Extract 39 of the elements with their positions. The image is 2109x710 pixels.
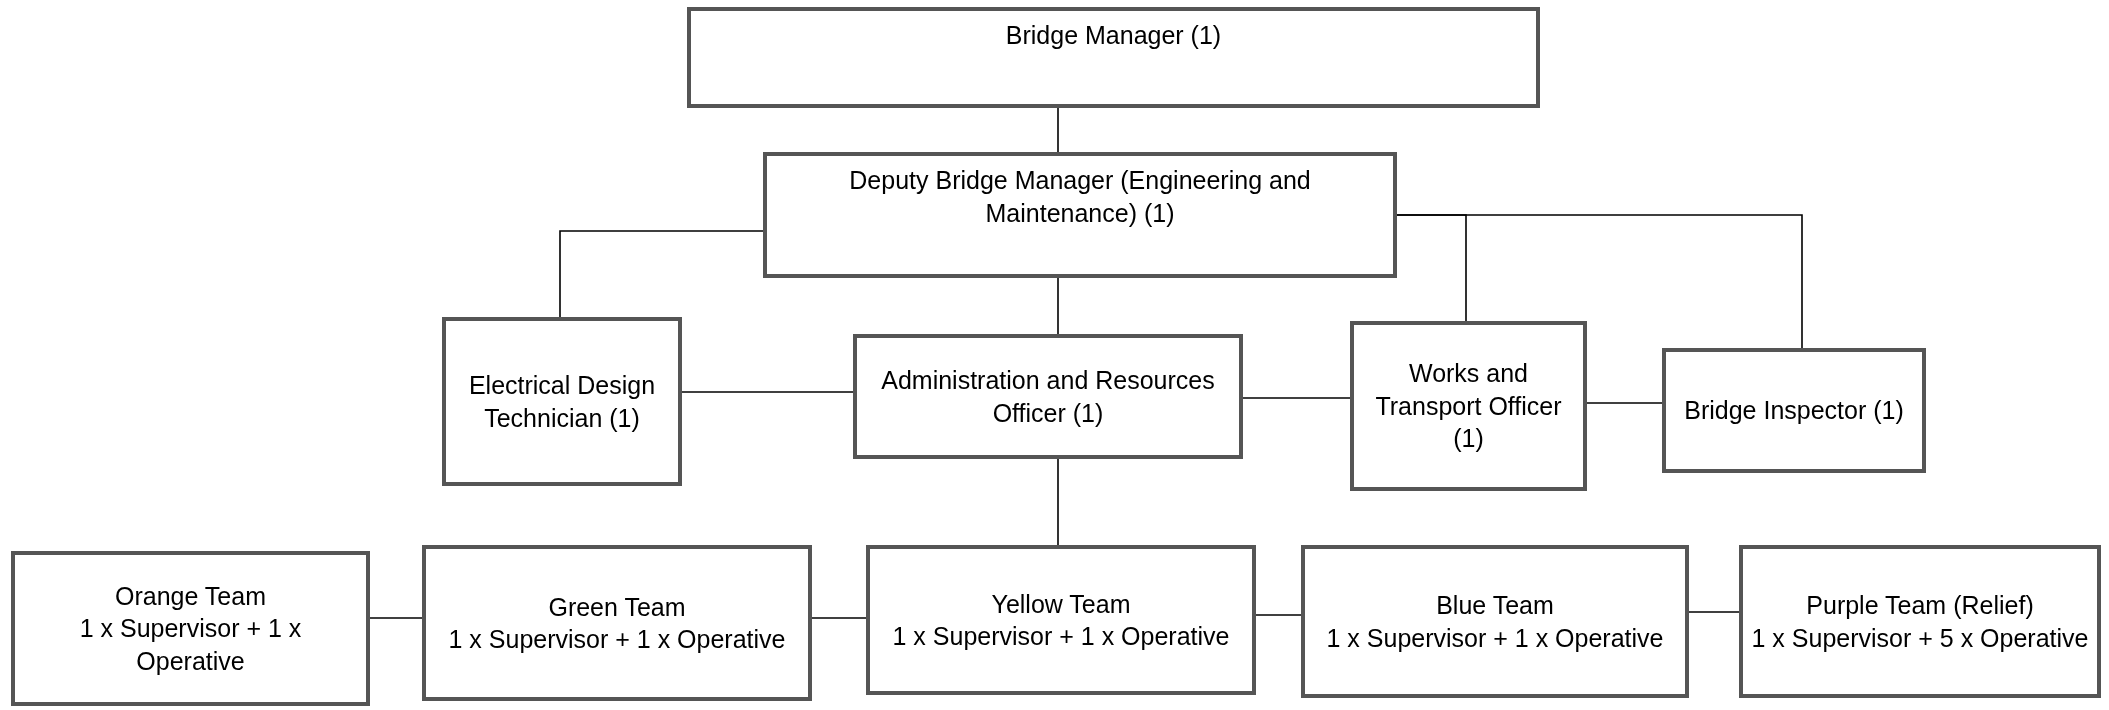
- role-box: [866, 545, 1256, 695]
- role-title: Administration and Resources Officer (1): [880, 365, 1216, 429]
- role-box: [853, 334, 1243, 459]
- role-box: [1301, 545, 1689, 698]
- connector-line: [811, 617, 867, 619]
- role-title: Bridge Manager (1): [1005, 20, 1222, 51]
- role-detail: 1 x Supervisor + 5 x Operative: [1751, 622, 2089, 654]
- role-box: [1662, 348, 1926, 473]
- role-box: [687, 7, 1540, 108]
- connector-line: [559, 230, 764, 318]
- connector-line: [681, 391, 854, 393]
- role-box: [1350, 321, 1587, 491]
- connector-line: [1057, 107, 1059, 153]
- connector-line: [1057, 458, 1059, 546]
- role-detail: 1 x Supervisor + 1 x Operative: [448, 624, 786, 655]
- role-title: Orange Team: [115, 580, 266, 612]
- connector-line: [1586, 402, 1663, 404]
- connector-line: [369, 617, 423, 619]
- role-title: Green Team: [548, 591, 686, 623]
- role-title: Works and Transport Officer (1): [1374, 358, 1563, 455]
- role-title: Electrical Design Technician (1): [467, 370, 657, 434]
- role-box: [422, 545, 812, 701]
- connector-line: [1255, 614, 1302, 616]
- role-title: Bridge Inspector (1): [1684, 395, 1904, 427]
- role-title: Yellow Team: [991, 588, 1131, 620]
- role-box: [442, 317, 682, 486]
- role-detail: 1 x Supervisor + 1 x Operative: [892, 621, 1230, 652]
- connector-line: [1057, 277, 1059, 335]
- role-box: [11, 551, 370, 706]
- connector-line: [1688, 611, 1740, 613]
- role-title: Deputy Bridge Manager (Engineering and Maintenance) (1): [848, 165, 1312, 229]
- role-box: [1739, 545, 2101, 698]
- role-detail: 1 x Supervisor + 1 x Operative: [78, 613, 303, 677]
- connector-line: [1396, 214, 1803, 349]
- role-title: Purple Team (Relief): [1806, 590, 2034, 621]
- role-title: Blue Team: [1436, 590, 1554, 621]
- role-detail: 1 x Supervisor + 1 x Operative: [1326, 622, 1664, 654]
- connector-line: [1242, 397, 1351, 399]
- role-box: [763, 152, 1397, 278]
